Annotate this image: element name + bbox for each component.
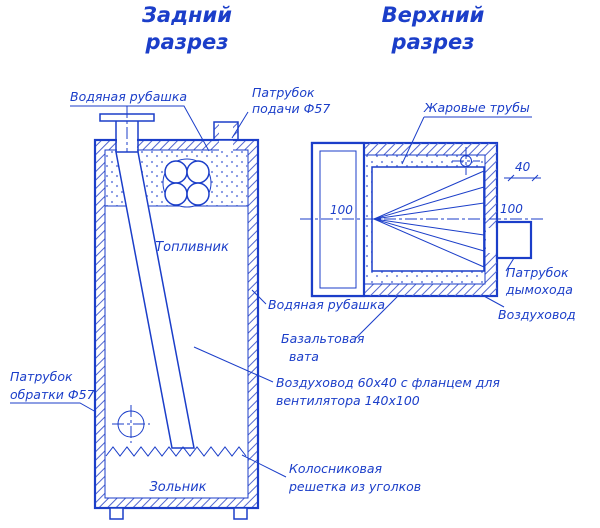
- leader-grate: [241, 454, 287, 478]
- top-section-view: Верхний разрез: [300, 3, 545, 298]
- dim-40-tick: [507, 174, 515, 182]
- air-duct-label: Воздуховод: [498, 307, 576, 322]
- basalt-wool-label-line1: Базальтовая: [281, 331, 365, 346]
- basalt-wool-label-line2: вата: [289, 349, 319, 364]
- fire-tube-circle: [186, 160, 210, 184]
- boiler-foot-right: [233, 507, 248, 520]
- water-jacket-mid-label: Водяная рубашка: [268, 297, 385, 312]
- rear-view-title-line1: Задний: [141, 3, 232, 27]
- bolt-hole: [452, 147, 480, 175]
- fan-line: [373, 202, 485, 220]
- leader-return-pipe: [10, 402, 97, 413]
- leader-water-jacket-mid: [251, 289, 267, 305]
- dim-40-tick: [531, 174, 539, 182]
- fan-line: [373, 170, 485, 220]
- chimney-stub-label-line2: дымохода: [505, 282, 573, 297]
- leader-basalt-wool: [355, 294, 400, 339]
- dim-100-left: 100: [330, 203, 353, 217]
- grate-label-line1: Колосниковая: [289, 461, 383, 476]
- rear-section-view: Задний разрез: [93, 3, 260, 520]
- return-pipe-label-line1: Патрубок: [10, 369, 73, 384]
- top-view-title-line1: Верхний: [382, 3, 485, 27]
- fire-tube-circle: [164, 160, 188, 184]
- fan-line: [373, 218, 485, 252]
- fan-duct-label-line1: Воздуховод 60x40 с фланцем для: [276, 375, 500, 390]
- grate-label-line2: решетка из уголков: [288, 479, 421, 494]
- return-pipe-opening: [112, 405, 150, 443]
- firebox-label: Топливник: [155, 240, 229, 255]
- chimney-stub-label-line1: Патрубок: [506, 265, 569, 280]
- inclined-air-duct: [115, 151, 195, 449]
- leader-lines: [10, 105, 532, 478]
- leader-fan-duct: [193, 346, 274, 383]
- leader-supply-pipe: [231, 111, 249, 139]
- fire-tube-circle: [164, 182, 188, 206]
- stub-outline: [213, 121, 239, 141]
- fire-tube-bundle: [162, 158, 212, 208]
- grate-zigzag: [105, 446, 247, 457]
- fan-line: [373, 186, 485, 220]
- leader-chimney-stub: [505, 257, 515, 272]
- return-pipe-label-line2: обратки Ф57: [10, 387, 95, 402]
- top-view-title-line2: разрез: [391, 30, 475, 54]
- stub-wall-left: [214, 122, 219, 140]
- supply-pipe-label-line2: подачи Ф57: [252, 101, 330, 116]
- front-block-inner: [319, 150, 357, 289]
- ash-pan-label: Зольник: [149, 480, 206, 495]
- fan-duct-label-line2: вентилятора 140x100: [276, 393, 420, 408]
- fire-tubes-label: Жаровые трубы: [423, 100, 530, 115]
- dim-100-right: 100: [500, 202, 523, 216]
- fan-line: [373, 218, 485, 236]
- rear-view-title-line2: разрез: [145, 30, 229, 54]
- boiler-foot-left: [109, 507, 124, 520]
- fire-tube-circle: [186, 182, 210, 206]
- dim-40-value: 40: [515, 160, 531, 174]
- chimney-stub: [495, 220, 533, 260]
- chimney-wall-punch: [486, 228, 497, 253]
- water-jacket-top-label: Водяная рубашка: [70, 89, 187, 104]
- leader-fire-tubes: [401, 116, 532, 165]
- supply-pipe-stub: [213, 121, 239, 151]
- leader-water-jacket-top: [70, 105, 210, 152]
- dimension-40: 40: [504, 160, 541, 182]
- fire-tubes-fan: [373, 170, 485, 268]
- supply-pipe-label-line1: Патрубок: [252, 85, 315, 100]
- stub-wall-right: [233, 122, 238, 140]
- fan-line: [373, 218, 485, 268]
- callout-labels: Водяная рубашка Патрубок подачи Ф57 Патр…: [10, 85, 576, 494]
- leader-air-duct: [481, 294, 505, 308]
- stub-wall-punch: [219, 140, 233, 151]
- bottom-wall-hatch: [364, 284, 485, 296]
- top-wall-hatch: [364, 143, 485, 155]
